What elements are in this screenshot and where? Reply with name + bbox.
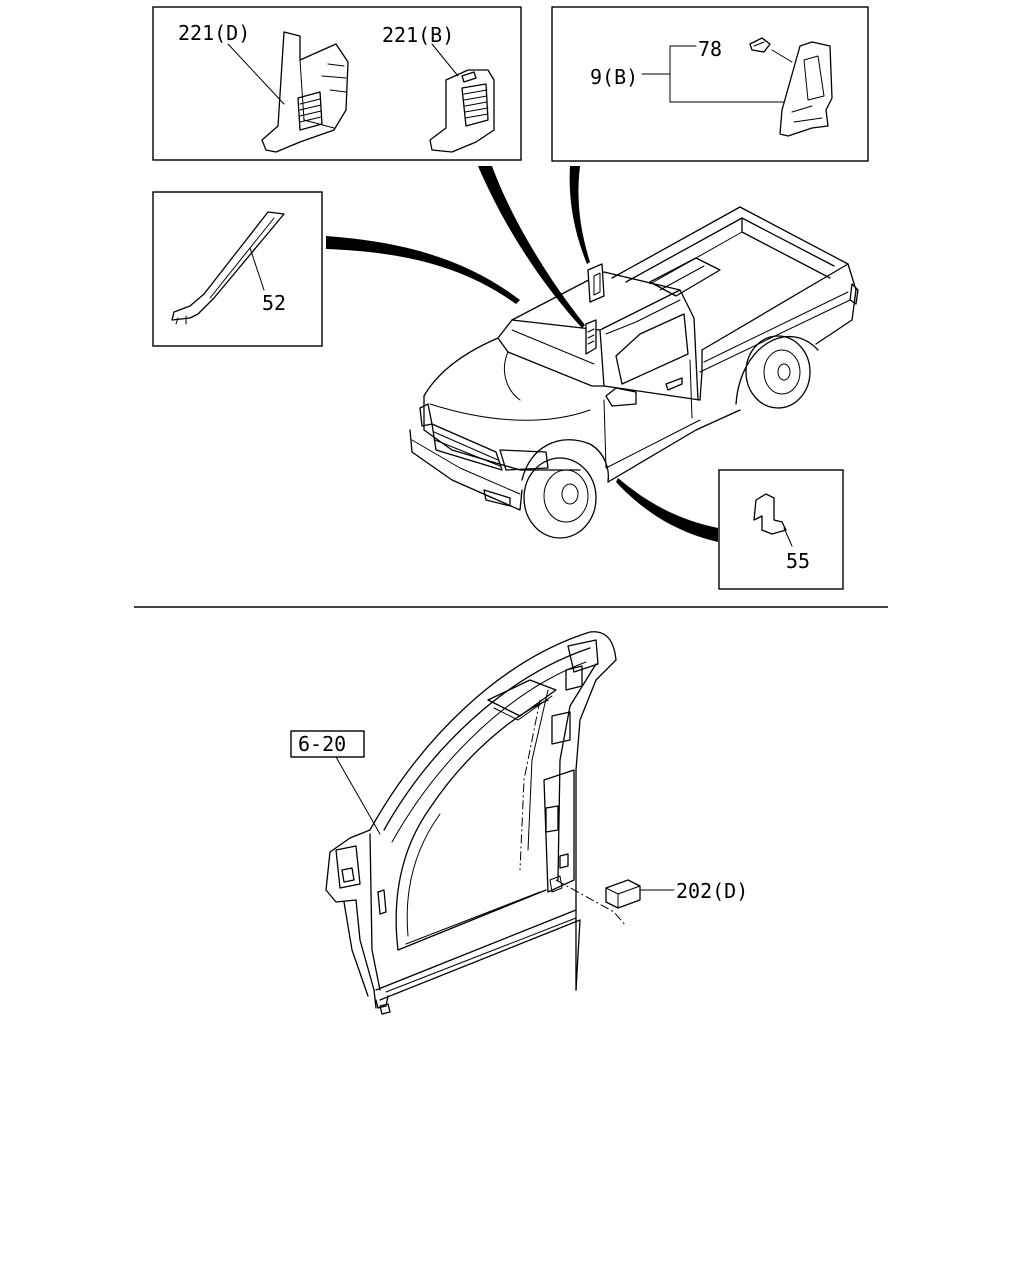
callout-box-221: 221(D) 221(B) (152, 6, 522, 161)
callout-box-52: 52 (152, 191, 323, 347)
wedge-55 (616, 478, 718, 542)
wedge-52 (326, 236, 520, 304)
callout-221b: 221(B) (382, 23, 454, 47)
callout-202d: 202(D) (676, 879, 748, 903)
callout-78: 78 (698, 37, 722, 61)
wedge-221 (478, 166, 585, 328)
callout-box-55: 55 (718, 469, 844, 590)
body-side-panel: 6-20 202(D) (290, 631, 748, 1015)
pickup-truck (409, 206, 859, 539)
callout-55: 55 (786, 549, 810, 573)
leader-wedges (326, 166, 718, 542)
callout-221d: 221(D) (178, 21, 250, 45)
label-box-6-20 (290, 730, 365, 758)
box-52-frame (152, 191, 323, 347)
wedge-9b (569, 166, 590, 264)
callout-52: 52 (262, 291, 286, 315)
callout-box-9b: 9(B) 78 (551, 6, 869, 162)
callout-9b: 9(B) (590, 65, 638, 89)
callout-6-20: 6-20 (298, 732, 346, 756)
